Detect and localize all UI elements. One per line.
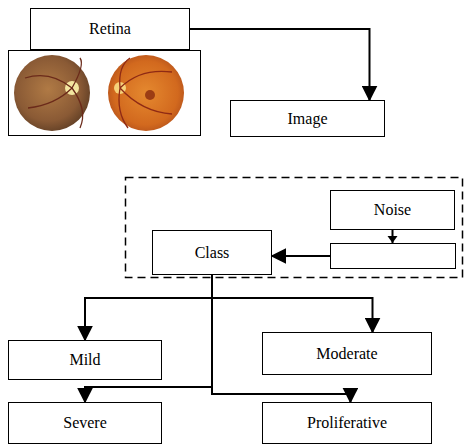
node-label: Mild: [69, 350, 100, 369]
connector: [85, 275, 212, 402]
empty-box: [331, 244, 456, 269]
process-box: Proliferative: [262, 402, 432, 444]
connector: [272, 230, 393, 256]
arrow-head: [388, 236, 398, 243]
process-box: Class: [152, 230, 272, 275]
fundus-photo: [14, 55, 90, 131]
node-label: Moderate: [316, 344, 377, 363]
image-frame: [9, 51, 201, 136]
connector: [212, 275, 373, 332]
process-box: Noise: [330, 190, 455, 230]
node-label: Retina: [89, 19, 131, 38]
node-label: Proliferative: [307, 413, 387, 432]
connector: [190, 29, 370, 100]
node-label: Noise: [374, 200, 411, 219]
process-box: Retina: [30, 8, 190, 50]
process-box: Severe: [8, 402, 162, 444]
fundus-photo: [108, 55, 184, 131]
process-box: Moderate: [262, 332, 432, 375]
node-label: Severe: [63, 413, 107, 432]
dashed-group: [126, 178, 463, 278]
process-box: Mild: [8, 340, 162, 380]
connector: [85, 275, 212, 340]
process-box: Image: [230, 100, 385, 137]
node-label: Class: [195, 243, 230, 262]
node-label: Image: [288, 109, 328, 128]
